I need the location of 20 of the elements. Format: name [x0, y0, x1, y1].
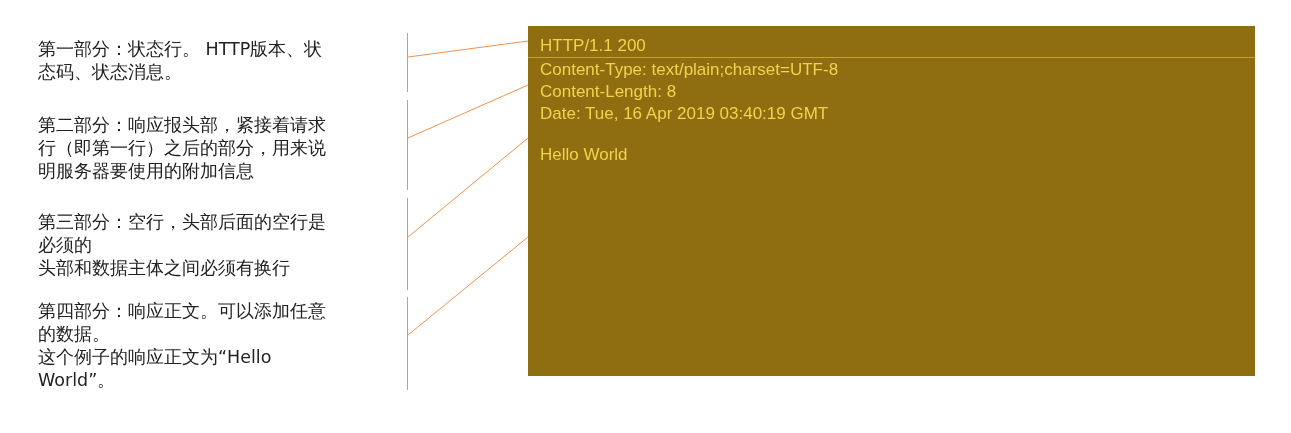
- note-text: 第二部分：响应报头部，紧接着请求行（即第一行）之后的部分，用来说明服务器要使用的附加信息: [38, 114, 327, 183]
- header-line: Content-Length: 8: [540, 81, 677, 103]
- bracket-note: [38, 33, 408, 92]
- note-text: 第四部分：响应正文。可以添加任意的数据。: [38, 300, 327, 346]
- header-line: Date: Tue, 16 Apr 2019 03:40:19 GMT: [540, 103, 829, 125]
- response-panel: [528, 26, 1255, 376]
- note-text: 头部和数据主体之间必须有换行: [38, 257, 291, 280]
- leader-line: [407, 40, 529, 58]
- leader-line: [407, 84, 529, 139]
- body-text: Hello World: [540, 144, 628, 166]
- note-text: 第一部分：状态行。 HTTP版本、状态码、状态消息。: [38, 38, 324, 84]
- bracket-note: [38, 198, 408, 290]
- note-text: 这个例子的响应正文为“Hello World”。: [38, 346, 273, 392]
- status-line: HTTP/1.1 200: [540, 35, 646, 57]
- leader-line: [407, 137, 529, 238]
- leader-line: [407, 236, 529, 336]
- note-text: 第三部分：空行，头部后面的空行是必须的: [38, 211, 327, 257]
- bracket-note: [38, 100, 408, 190]
- header-line: Content-Type: text/plain;charset=UTF-8: [540, 59, 839, 81]
- bracket-note: [38, 297, 408, 390]
